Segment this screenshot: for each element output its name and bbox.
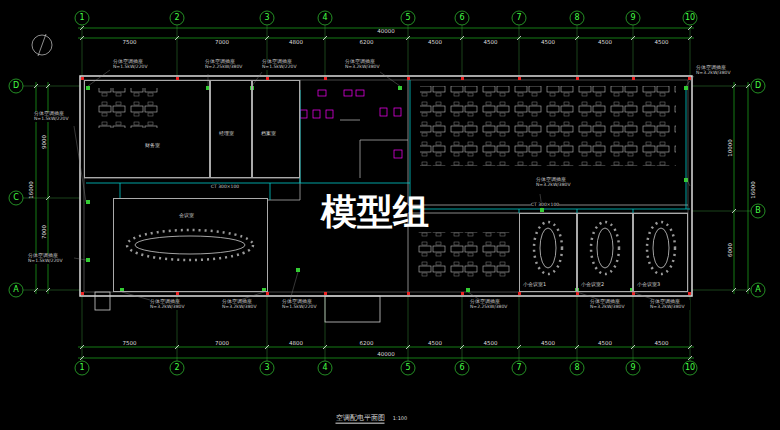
room: 会议室 bbox=[113, 198, 268, 292]
dimension-text: 4500 bbox=[655, 340, 669, 346]
socket-note: 分体空调插座 N=2.25kW/380V bbox=[205, 60, 245, 70]
room: 小会议室1 bbox=[519, 213, 577, 292]
room-name: 小会议室2 bbox=[581, 282, 604, 288]
dimension-text: 4500 bbox=[428, 340, 442, 346]
axis-letter: A bbox=[755, 286, 760, 295]
axis-number: 3 bbox=[264, 14, 269, 23]
socket-note: 分体空调插座 N=1.5kW/220V bbox=[34, 112, 74, 122]
socket-note: 分体空调插座 N=3.2kW/380V bbox=[222, 300, 262, 310]
dimension-text: 4500 bbox=[484, 340, 498, 346]
axis-number: 10 bbox=[685, 364, 695, 373]
dimension-text: 16000 bbox=[28, 181, 34, 199]
dimension-text: 4800 bbox=[289, 340, 303, 346]
room-name: 档案室 bbox=[261, 131, 276, 137]
socket-note: 分体空调插座 N=2.25kW/380V bbox=[470, 300, 510, 310]
room-name: 小会议室1 bbox=[523, 282, 546, 288]
dimension-text: 16000 bbox=[750, 181, 756, 199]
socket-note: 分体空调插座 N=3.2kW/380V bbox=[696, 66, 736, 76]
dimension-text: 4500 bbox=[598, 39, 612, 45]
dimension-text: 6200 bbox=[360, 340, 374, 346]
dimension-text: 7000 bbox=[41, 225, 47, 239]
axis-letter: D bbox=[755, 82, 761, 91]
dimension-text: 7000 bbox=[215, 340, 229, 346]
axis-number: 10 bbox=[685, 14, 695, 23]
axis-number: 2 bbox=[174, 364, 179, 373]
axis-letter: A bbox=[13, 286, 18, 295]
socket-note: 分体空调插座 N=1.5kW/220V bbox=[28, 254, 68, 264]
scale-text: 1:100 bbox=[393, 416, 407, 422]
axis-number: 9 bbox=[630, 14, 635, 23]
socket-note: 分体空调插座 N=3.2kW/380V bbox=[590, 300, 630, 310]
room: 经理室 bbox=[210, 80, 252, 178]
dimension-text: 4500 bbox=[428, 39, 442, 45]
axis-number: 6 bbox=[459, 14, 464, 23]
axis-number: 5 bbox=[405, 364, 410, 373]
watermark: 模型组 bbox=[321, 192, 429, 232]
axis-number: 9 bbox=[630, 364, 635, 373]
socket-note: 分体空调插座 N=3.2kW/380V bbox=[650, 300, 690, 310]
axis-number: 7 bbox=[516, 364, 521, 373]
axis-number: 7 bbox=[516, 14, 521, 23]
dimension-text: 4500 bbox=[484, 39, 498, 45]
dimension-text: 4500 bbox=[655, 39, 669, 45]
axis-letter: C bbox=[13, 194, 19, 203]
room: 小会议室3 bbox=[633, 213, 688, 292]
axis-number: 6 bbox=[459, 364, 464, 373]
room-name: 会议室 bbox=[179, 213, 194, 219]
dimension-text: 7500 bbox=[123, 39, 137, 45]
axis-number: 3 bbox=[264, 364, 269, 373]
axis-number: 4 bbox=[322, 364, 327, 373]
dimension-text: 6200 bbox=[360, 39, 374, 45]
dimension-text: 40000 bbox=[377, 28, 395, 34]
axis-number: 1 bbox=[79, 364, 84, 373]
conduit-note: CT 300×100 bbox=[531, 203, 559, 208]
axis-letter: B bbox=[755, 207, 761, 216]
dimension-text: 6000 bbox=[727, 243, 733, 257]
room: 财务室 bbox=[84, 80, 210, 178]
drawing-title: 空调配电平面图 bbox=[336, 415, 385, 424]
conduit-note: CT 300×100 bbox=[211, 185, 239, 190]
dimension-text: 10000 bbox=[727, 139, 733, 157]
socket-note: 分体空调插座 N=1.5kW/220V bbox=[282, 300, 322, 310]
room-name: 经理室 bbox=[219, 131, 234, 137]
axis-number: 5 bbox=[405, 14, 410, 23]
dimension-text: 7000 bbox=[215, 39, 229, 45]
dimension-text: 4500 bbox=[541, 340, 555, 346]
socket-note: 分体空调插座 N=3.2kW/380V bbox=[345, 60, 385, 70]
axis-number: 2 bbox=[174, 14, 179, 23]
dimension-text: 7500 bbox=[123, 340, 137, 346]
dimension-text: 40000 bbox=[377, 351, 395, 357]
dimension-text: 4800 bbox=[289, 39, 303, 45]
room-name: 财务室 bbox=[145, 143, 160, 149]
room: 小会议室2 bbox=[577, 213, 633, 292]
axis-number: 8 bbox=[574, 14, 579, 23]
socket-note: 分体空调插座 N=3.2kW/380V bbox=[150, 300, 190, 310]
axis-number: 4 bbox=[322, 14, 327, 23]
socket-note: 分体空调插座 N=3.2kW/380V bbox=[536, 178, 576, 188]
room-name: 小会议室3 bbox=[637, 282, 660, 288]
axis-number: 1 bbox=[79, 14, 84, 23]
socket-note: 分体空调插座 N=1.5kW/220V bbox=[262, 60, 302, 70]
dimension-text: 9000 bbox=[41, 135, 47, 149]
axis-letter: D bbox=[13, 82, 19, 91]
dimension-text: 4500 bbox=[541, 39, 555, 45]
dimension-text: 4500 bbox=[598, 340, 612, 346]
axis-number: 8 bbox=[574, 364, 579, 373]
socket-note: 分体空调插座 N=1.5kW/220V bbox=[113, 60, 153, 70]
room: 档案室 bbox=[252, 80, 300, 178]
